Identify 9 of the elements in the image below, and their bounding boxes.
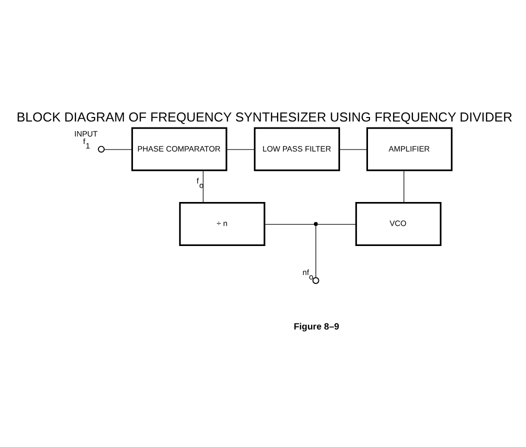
node-circle bbox=[98, 145, 105, 152]
node-dot bbox=[314, 222, 318, 226]
connector bbox=[226, 148, 255, 150]
connector bbox=[104, 148, 132, 150]
caption: Figure 8–9 bbox=[294, 320, 340, 331]
diagram-title: BLOCK DIAGRAM OF FREQUENCY SYNTHESIZER USING FREQUENCY DIVIDER bbox=[16, 109, 512, 124]
connector bbox=[202, 170, 204, 203]
connector bbox=[339, 148, 368, 150]
node-circle bbox=[312, 276, 320, 284]
